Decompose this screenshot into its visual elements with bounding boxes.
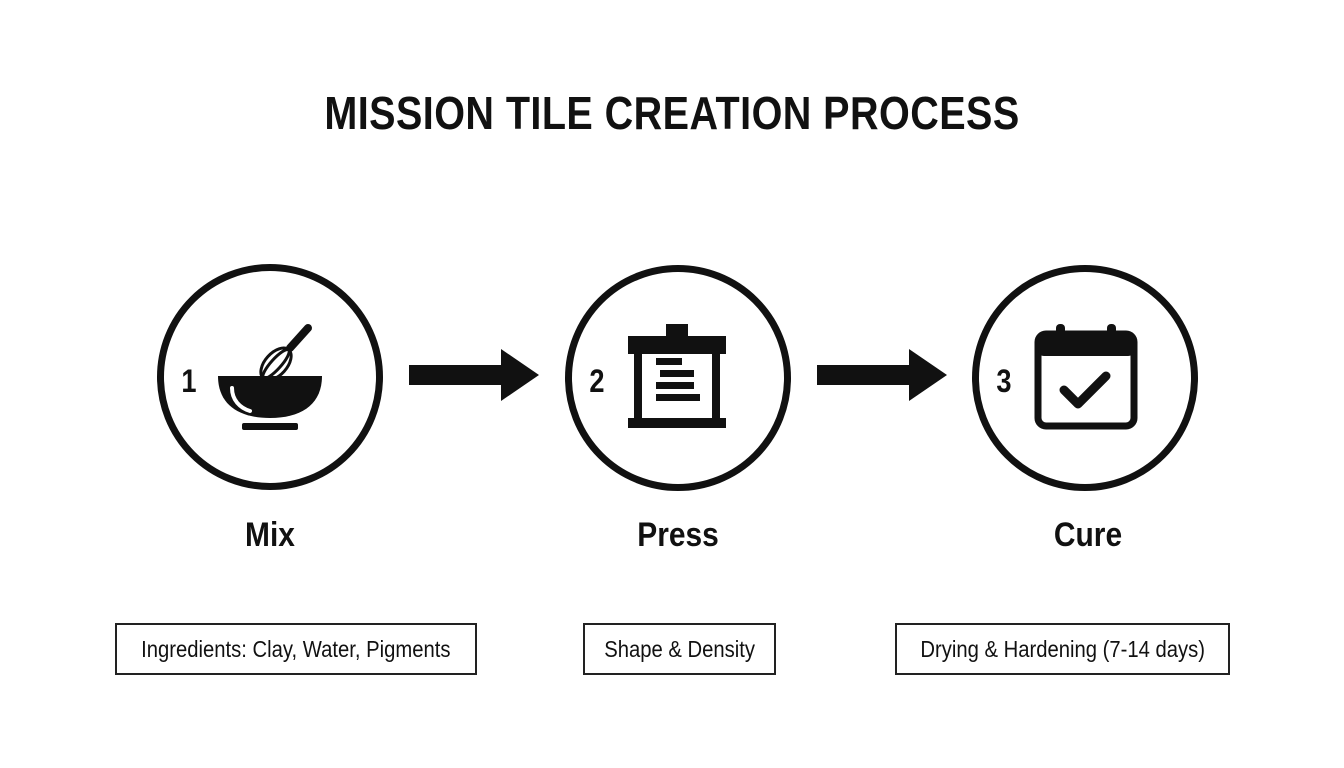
step-1-note: Ingredients: Clay, Water, Pigments xyxy=(115,623,477,675)
arrow-right-icon xyxy=(409,349,539,401)
step-3-note: Drying & Hardening (7-14 days) xyxy=(895,623,1230,675)
step-1-label: Mix xyxy=(245,516,295,554)
step-2-label: Press xyxy=(637,516,719,554)
arrow-right-icon xyxy=(817,349,947,401)
mixing-bowl-whisk-icon xyxy=(218,324,322,430)
step-3-number: 3 xyxy=(996,363,1012,399)
step-3-circle xyxy=(972,265,1198,491)
calendar-check-icon xyxy=(1034,324,1138,430)
step-3-note-text: Drying & Hardening (7-14 days) xyxy=(920,636,1205,662)
page-title: MISSION TILE CREATION PROCESS xyxy=(324,87,1020,139)
step-1-circle xyxy=(157,264,383,490)
step-1-number: 1 xyxy=(181,363,197,399)
step-3-label: Cure xyxy=(1053,516,1123,554)
step-2-note: Shape & Density xyxy=(583,623,776,675)
step-1-note-text: Ingredients: Clay, Water, Pigments xyxy=(141,636,451,662)
step-2-circle xyxy=(565,265,791,491)
step-2-note-text: Shape & Density xyxy=(604,636,755,662)
step-2-number: 2 xyxy=(589,363,605,399)
hydraulic-press-icon xyxy=(628,324,726,428)
